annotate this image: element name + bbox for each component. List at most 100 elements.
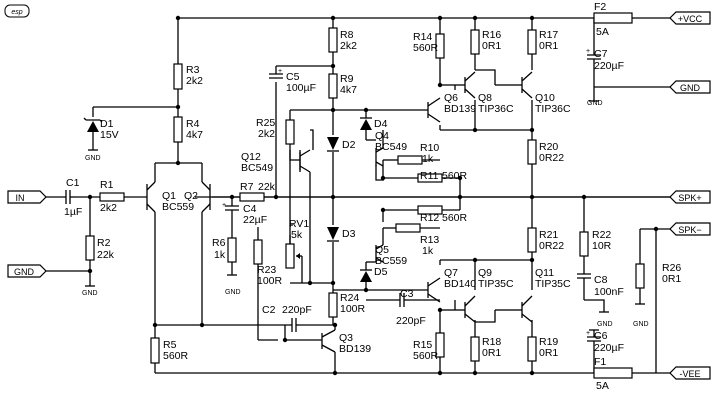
q5-symbol (375, 244, 384, 263)
label-q10-value: TIP36C (535, 103, 571, 115)
d1-symbol (87, 121, 99, 132)
label-r15-ref: R15 (413, 339, 432, 351)
r25-body (285, 119, 295, 145)
label-d1-ref: D1 (100, 118, 114, 130)
label-c6-ref: C6 (594, 330, 608, 342)
label-c3-ref: C3 (400, 288, 414, 300)
label-d3-ref: D3 (342, 228, 356, 240)
label-f2-value: 5A (596, 26, 609, 38)
fuses (593, 12, 633, 379)
diodes (83, 117, 372, 282)
r15-body (435, 332, 445, 358)
r20-body (527, 139, 537, 165)
label-r7-ref: R7 (240, 181, 254, 193)
label-q3-ref: Q3 (339, 332, 353, 344)
transistors (146, 69, 533, 353)
q12-symbol (299, 149, 311, 173)
label-r25-value: 2k2 (258, 128, 275, 140)
q6-symbol (427, 97, 441, 123)
label-q6-value: BD139 (444, 103, 476, 115)
terminal-spk-plus: SPK+ (669, 190, 711, 204)
label-c1-value: 1µF (64, 206, 82, 218)
q7-symbol (427, 277, 441, 303)
label-d2-ref: D2 (342, 139, 356, 151)
r6-body (227, 237, 237, 263)
r5-body (150, 337, 160, 364)
label-d5-ref: D5 (374, 266, 388, 278)
d5-symbol (360, 271, 372, 282)
gnd-symbol: GND (633, 303, 649, 328)
label-r23-value: 100R (257, 275, 283, 287)
label-q8-ref: Q8 (478, 92, 492, 104)
label-r5-value: 560R (163, 350, 189, 362)
svg-text:IN: IN (16, 193, 25, 203)
r19-body (527, 336, 537, 362)
label-c4-ref: C4 (243, 203, 257, 215)
q9-symbol (455, 295, 476, 323)
f2-body (593, 12, 633, 24)
label-r26-ref: R26 (662, 262, 681, 274)
r26-body (635, 263, 645, 289)
label-q1-ref: Q1 (162, 190, 176, 202)
r13-body (395, 223, 421, 233)
label-r6-value: 1k (214, 249, 226, 261)
svg-text:GND: GND (587, 100, 603, 107)
r1-body (99, 192, 125, 202)
c5-symbol (269, 73, 283, 79)
q3-symbol (285, 329, 336, 353)
r12-body (417, 205, 443, 215)
label-c7-value: 220µF (594, 60, 624, 72)
q4-symbol (375, 147, 384, 167)
label-c6-value: 220µF (594, 342, 624, 354)
terminal-spk-minus: SPK− (669, 222, 711, 236)
label-r16-value: 0R1 (482, 40, 501, 52)
terminal-gnd-in: GND (7, 264, 47, 278)
label-c8-ref: C8 (594, 274, 608, 286)
label-c7-ref: C7 (594, 48, 608, 60)
gnd-symbol: GND (597, 311, 613, 328)
label-q7-ref: Q7 (444, 267, 458, 279)
label-q5-value: BC559 (375, 255, 407, 267)
svg-text:+VCC: +VCC (678, 14, 703, 24)
terminal-in: IN (7, 190, 47, 204)
label-r26-value: 0R1 (662, 273, 681, 285)
label-c2-value: 220pF (282, 304, 312, 316)
label-r21-value: 0R22 (539, 240, 564, 252)
label-c5-ref: C5 (286, 71, 300, 83)
label-q3-value: BD139 (339, 343, 371, 355)
svg-text:GND: GND (14, 267, 35, 277)
r17-body (527, 29, 537, 55)
label-q4-value: BC549 (375, 141, 407, 153)
label-r23-ref: R23 (257, 264, 276, 276)
q1-symbol (146, 181, 156, 213)
label-r20-ref: R20 (539, 141, 558, 153)
terminals: +VCC GND SPK+ SPK− -VEE IN GND (7, 11, 711, 380)
svg-text:+: + (222, 202, 226, 209)
r9-body (328, 73, 338, 99)
label-r12-value: 560R (442, 212, 468, 224)
label-d1-value: 15V (100, 129, 119, 141)
svg-text:GND: GND (85, 155, 101, 162)
label-q2-ref: Q2 (184, 190, 198, 202)
r11-body (417, 173, 443, 183)
label-r19-ref: R19 (539, 336, 558, 348)
q2-symbol (201, 181, 211, 213)
label-q9-value: TIP35C (478, 278, 514, 290)
r7-body (239, 192, 265, 202)
q11-symbol (475, 295, 533, 323)
r21-body (527, 227, 537, 253)
label-r18-value: 0R1 (482, 347, 501, 359)
logo-text: esp (11, 9, 22, 16)
gnd-symbol: GND (82, 285, 98, 297)
r23-body (253, 239, 263, 265)
label-r16-ref: R16 (482, 29, 501, 41)
label-r6-ref: R6 (212, 237, 226, 249)
label-q8-value: TIP36C (478, 103, 514, 115)
label-r9-value: 4k7 (340, 84, 357, 96)
label-r22-value: 10R (592, 240, 612, 252)
label-r4-value: 4k7 (186, 129, 203, 141)
label-r17-ref: R17 (539, 29, 558, 41)
label-r10-ref: R10 (420, 142, 439, 154)
